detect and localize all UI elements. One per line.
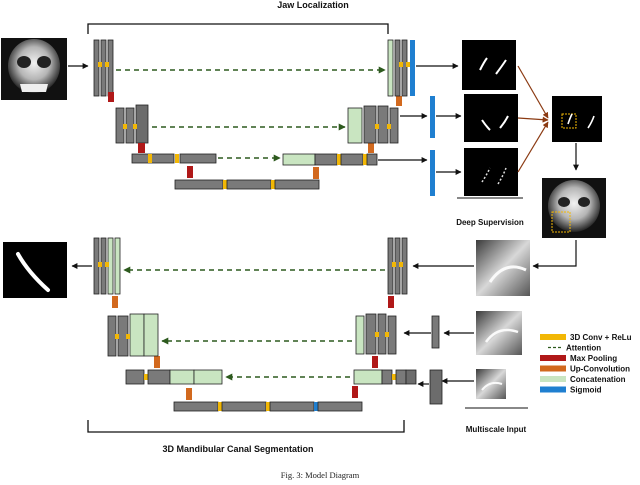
legend-swatch — [540, 355, 566, 361]
bottom-bracket: 3D Mandibular Canal Segmentation — [87, 420, 405, 454]
deep-supervision-label: Deep Supervision — [456, 218, 524, 227]
legend-swatch — [540, 386, 566, 393]
legend-label: Attention — [566, 344, 601, 353]
deep-supervision-output-1 — [462, 40, 516, 90]
multiscale-input-label: Multiscale Input — [466, 425, 527, 434]
legend-swatch — [540, 365, 566, 372]
bottom-network: Multiscale Input — [3, 237, 530, 434]
deep-supervision-output-3 — [464, 148, 518, 196]
top-header: Jaw Localization — [277, 0, 349, 10]
legend-label: Max Pooling — [570, 354, 617, 363]
segmentation-output-image — [3, 242, 67, 298]
legend-item: 3D Conv + ReLu — [540, 333, 632, 342]
legend-label: Up-Convolution — [570, 365, 630, 374]
bottom-header: 3D Mandibular Canal Segmentation — [162, 444, 313, 454]
multiscale-input-medium — [476, 311, 522, 355]
legend-item: Up-Convolution — [540, 365, 630, 374]
input-skull-image — [1, 38, 67, 100]
legend-swatch — [540, 334, 566, 340]
top-network: Deep Supervision — [1, 38, 606, 269]
legend-label: 3D Conv + ReLu — [570, 333, 632, 342]
legend-label: Sigmoid — [570, 386, 602, 395]
legend-label: Concatenation — [570, 375, 626, 384]
multiscale-input-large — [476, 240, 530, 296]
legend-item: Concatenation — [540, 375, 626, 384]
localized-skull-image — [542, 178, 606, 238]
legend-item: Sigmoid — [540, 386, 602, 395]
legend-swatch — [540, 376, 566, 382]
legend-item: Max Pooling — [540, 354, 617, 363]
combined-localization-output — [552, 96, 602, 142]
multiscale-input-small — [476, 369, 506, 399]
figure-caption: Fig. 3: Model Diagram — [281, 470, 360, 480]
deep-supervision-output-2 — [464, 94, 518, 142]
top-bracket: Jaw Localization — [87, 0, 389, 34]
legend-item: Attention — [548, 344, 601, 353]
